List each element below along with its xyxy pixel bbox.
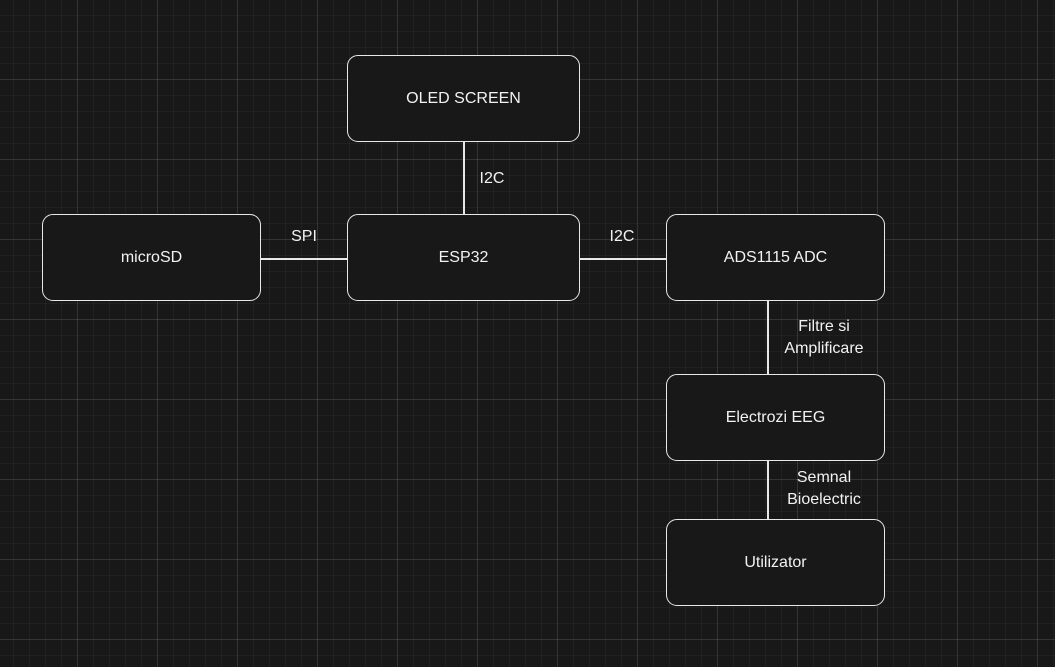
edge-label-line: Semnal <box>796 469 852 486</box>
node-microsd[interactable]: microSD <box>42 214 261 301</box>
edge-label-line: Filtre si <box>798 318 850 335</box>
edge-esp32-ads <box>579 258 667 260</box>
edge-oled-esp32 <box>463 142 465 215</box>
edge-label-oled-esp32: I2C <box>479 170 505 187</box>
edge-electrozi-utilizator <box>767 461 769 520</box>
node-utilizator[interactable]: Utilizator <box>666 519 885 606</box>
edge-label-microsd-esp32: SPI <box>291 228 317 245</box>
edge-label-electrozi-utilizator: Semnal Bioelectric <box>774 467 874 511</box>
edge-label-line: Bioelectric <box>787 491 861 508</box>
edge-label-esp32-ads: I2C <box>609 228 635 245</box>
edge-ads-electrozi <box>767 301 769 375</box>
edge-label-ads-electrozi: Filtre si Amplificare <box>774 316 874 360</box>
node-ads1115-adc[interactable]: ADS1115 ADC <box>666 214 885 301</box>
edge-microsd-esp32 <box>260 258 348 260</box>
node-electrozi-eeg[interactable]: Electrozi EEG <box>666 374 885 461</box>
edge-label-line: Amplificare <box>784 340 864 357</box>
node-esp32[interactable]: ESP32 <box>347 214 580 301</box>
node-oled-screen[interactable]: OLED SCREEN <box>347 55 580 142</box>
